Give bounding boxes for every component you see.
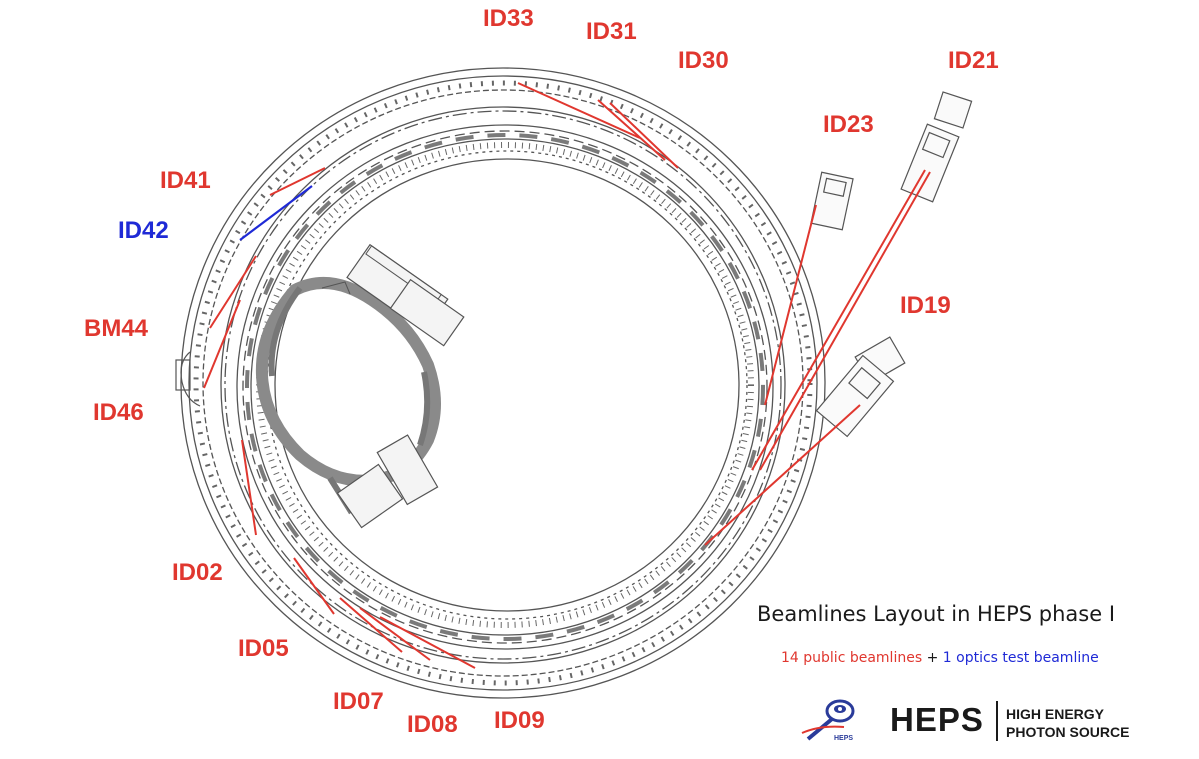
beamline-ID46 [203, 299, 241, 389]
beamlines [203, 82, 931, 669]
outer-stations [810, 91, 973, 438]
logo-name: HEPS [890, 701, 984, 738]
beamline-ID31 [597, 99, 666, 161]
label-ID05: ID05 [238, 635, 289, 662]
booster-ring [255, 243, 465, 529]
label-ID08: ID08 [407, 711, 458, 738]
beamline-ID21b [759, 171, 931, 471]
label-ID19: ID19 [900, 292, 951, 319]
beamline-ID42 [239, 185, 313, 241]
label-ID07: ID07 [333, 688, 384, 715]
ring-equipment [193, 80, 813, 686]
beamline-ID23 [764, 204, 817, 406]
logo-fullname-line2: PHOTON SOURCE [1006, 724, 1130, 740]
legend-public-beamlines: 14 public beamlines [781, 650, 923, 666]
legend-optics-beamline: 1 optics test beamline [942, 650, 1099, 666]
beamline-ID05 [293, 557, 335, 615]
beamline-ID30 [609, 102, 679, 169]
label-ID42: ID42 [118, 217, 169, 244]
beamline-ID02 [241, 439, 257, 536]
logo-divider [996, 701, 998, 741]
logo-fullname-line1: HIGH ENERGY [1006, 706, 1105, 722]
beamline-ID09 [379, 616, 476, 669]
label-ID02: ID02 [172, 559, 223, 586]
legend-subtitle: 14 public beamlines + 1 optics test beam… [781, 650, 1099, 666]
label-ID30: ID30 [678, 47, 729, 74]
label-ID09: ID09 [494, 707, 545, 734]
label-ID46: ID46 [93, 399, 144, 426]
label-ID33: ID33 [483, 5, 534, 32]
heps-logo: HEPS HEPS HIGH ENERGY PHOTON SOURCE [800, 695, 1170, 747]
beamline-ID33 [517, 82, 641, 139]
storage-ring [180, 67, 826, 699]
label-ID23: ID23 [823, 111, 874, 138]
logo-fullname: HIGH ENERGY PHOTON SOURCE [1006, 705, 1129, 741]
label-ID41: ID41 [160, 167, 211, 194]
label-BM44: BM44 [84, 315, 149, 342]
beamline-ID07 [339, 597, 403, 653]
legend-plus: + [922, 650, 943, 666]
beamline-ID19 [704, 404, 861, 546]
logo-mini-text: HEPS [834, 735, 854, 742]
beamline-BM44 [209, 255, 257, 329]
ring-side-hutch [175, 351, 201, 407]
beamline-labels: ID33 ID31 ID30 ID21 ID23 ID41 ID42 BM44 … [84, 5, 999, 738]
heps-magnifier-icon [801, 699, 855, 741]
beamline-ID41 [269, 167, 326, 196]
label-ID21: ID21 [948, 47, 999, 74]
label-ID31: ID31 [586, 18, 637, 45]
legend-title: Beamlines Layout in HEPS phase I [757, 602, 1116, 626]
beamline-ID21a [751, 169, 926, 471]
beamline-ID08 [359, 607, 431, 661]
